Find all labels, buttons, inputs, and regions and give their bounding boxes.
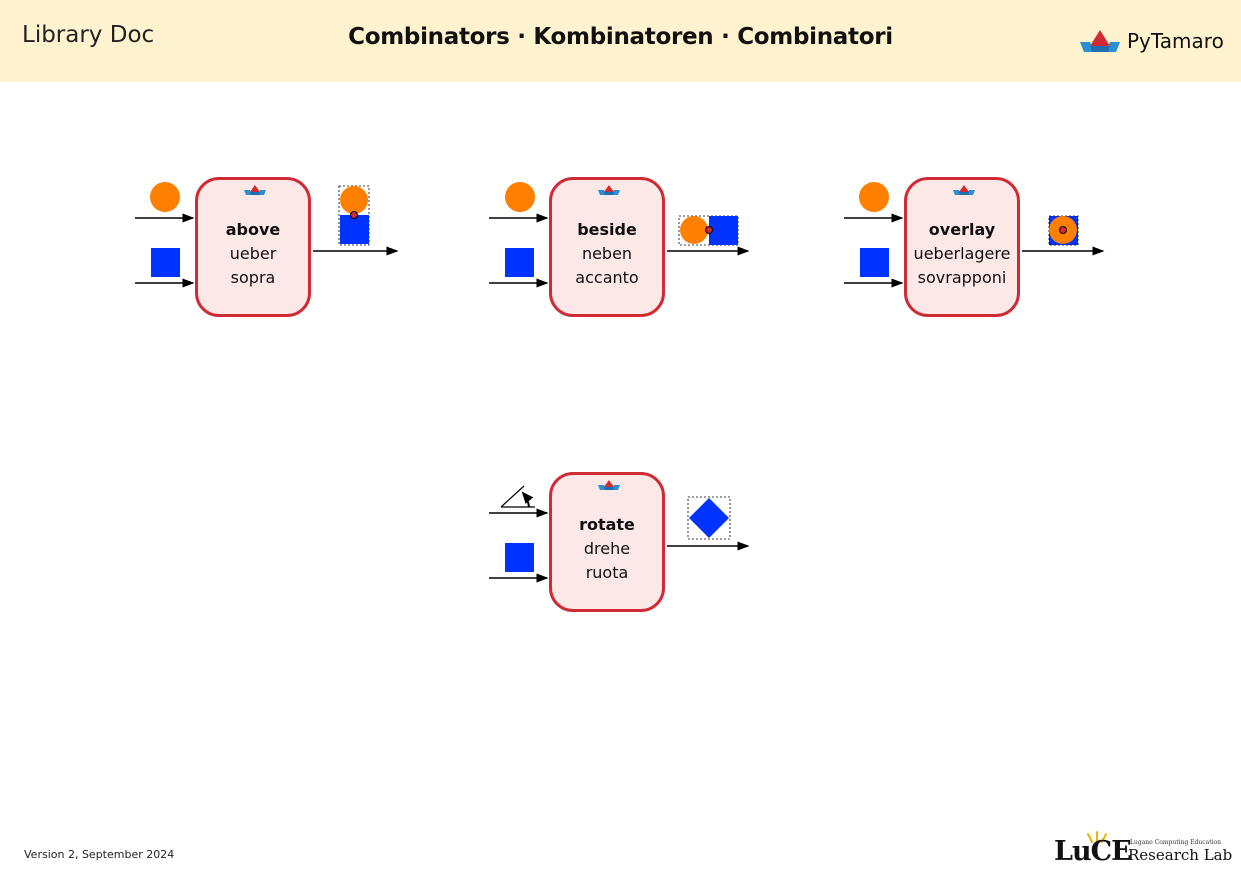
input-circle-icon: [150, 182, 180, 212]
function-name-it: accanto: [575, 268, 639, 287]
above-function-box: above ueber sopra: [195, 177, 311, 317]
function-rotate: rotate drehe ruota: [489, 472, 769, 632]
doc-type-label: Library Doc: [22, 22, 155, 48]
pytamaro-boat-icon: [598, 480, 620, 490]
input-circle-icon: [505, 182, 535, 212]
function-name-de: ueberlagere: [913, 244, 1011, 263]
function-overlay: overlay ueberlagere sovrapponi: [844, 177, 1124, 337]
function-name-de: ueber: [229, 244, 277, 263]
function-above: above ueber sopra: [135, 177, 415, 337]
function-name-en: overlay: [928, 220, 996, 239]
rotate-wiring: [489, 485, 750, 583]
luce-lab-name: Research Lab: [1128, 846, 1233, 864]
version-label: Version 2, September 2024: [24, 848, 175, 861]
output-side-by-side-circle-square-icon: [678, 215, 739, 246]
function-name-it: sovrapponi: [917, 268, 1007, 287]
rotate-function-box: rotate drehe ruota: [549, 472, 665, 612]
beside-wiring: [489, 182, 750, 288]
luce-lab-logo: LuCE Lugano Computing Education Research…: [1054, 831, 1232, 870]
pytamaro-boat-icon: [1080, 30, 1120, 52]
beside-function-box: beside neben accanto: [549, 177, 665, 317]
page-title: Combinators · Kombinatoren · Combinatori: [348, 24, 893, 50]
brand-name: PyTamaro: [1127, 29, 1224, 53]
pytamaro-boat-icon: [244, 185, 266, 195]
function-name-it: sopra: [230, 268, 276, 287]
output-stacked-circle-square-icon: [338, 185, 370, 246]
output-diamond-icon: [687, 496, 731, 540]
function-name-de: drehe: [583, 539, 631, 558]
input-circle-icon: [859, 182, 889, 212]
input-square-icon: [860, 248, 889, 277]
function-name-de: neben: [581, 244, 633, 263]
overlay-wiring: [844, 182, 1105, 288]
overlay-function-box: overlay ueberlagere sovrapponi: [904, 177, 1020, 317]
input-angle-icon: [500, 485, 535, 508]
function-name-en: rotate: [579, 515, 635, 534]
input-square-icon: [505, 248, 534, 277]
header-bar: Library Doc Combinators · Kombinatoren ·…: [0, 0, 1241, 82]
luce-subtitle: Lugano Computing Education: [1130, 839, 1222, 846]
input-square-icon: [505, 543, 534, 572]
above-wiring: [135, 182, 399, 288]
function-name-it: ruota: [585, 563, 629, 582]
pytamaro-boat-icon: [953, 185, 975, 195]
sun-rays-icon: [1087, 831, 1107, 843]
function-name-en: above: [225, 220, 281, 239]
input-square-icon: [151, 248, 180, 277]
luce-wordmark: LuCE: [1054, 836, 1132, 867]
function-name-en: beside: [577, 220, 637, 239]
pytamaro-boat-icon: [598, 185, 620, 195]
output-circle-over-square-icon: [1048, 215, 1079, 246]
function-beside: beside neben accanto: [489, 177, 769, 337]
